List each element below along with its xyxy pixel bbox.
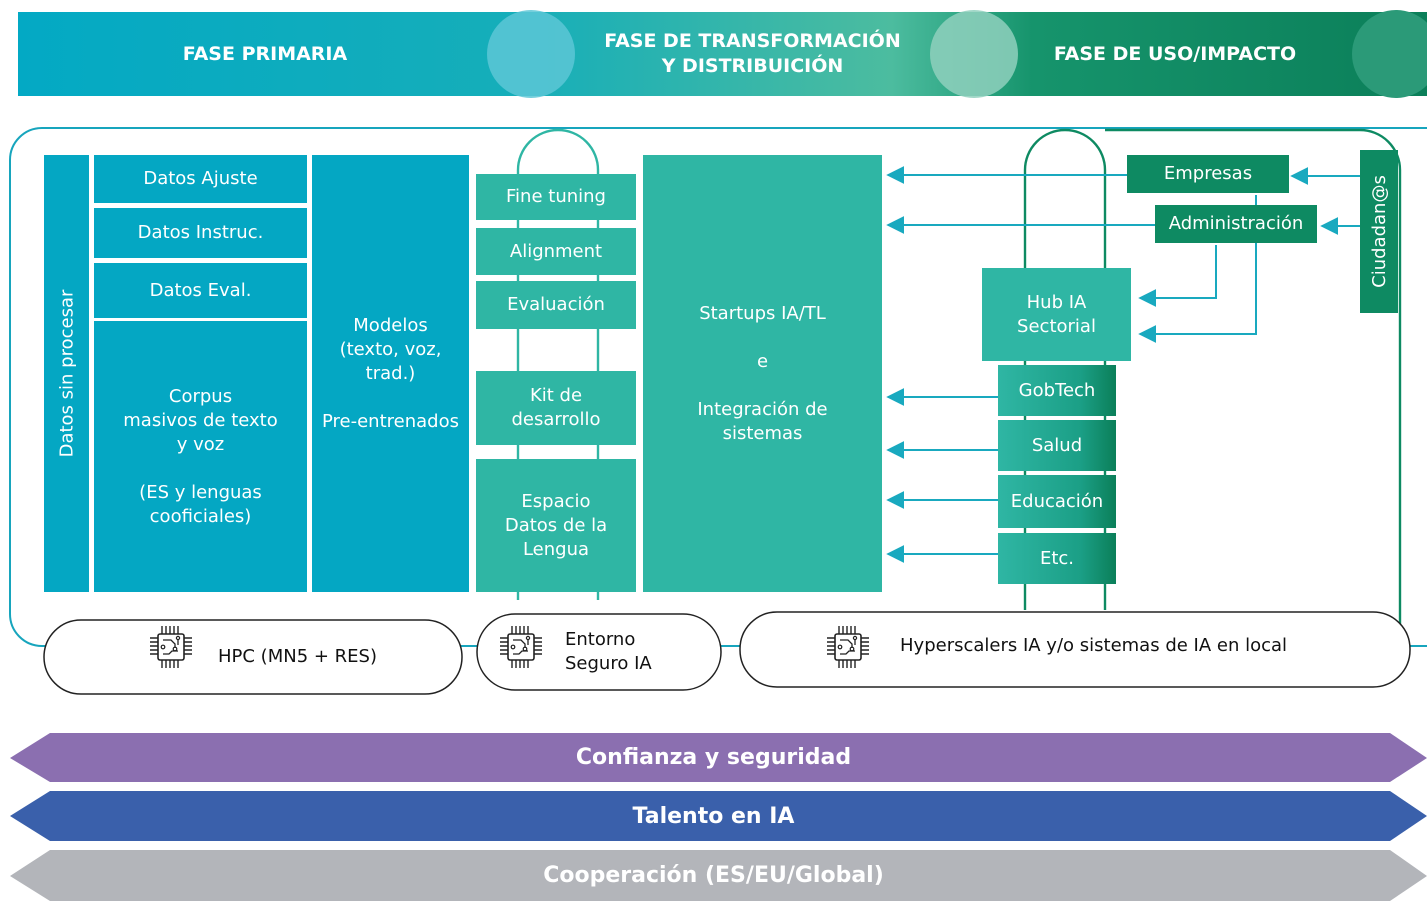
sector-educacion-box: Educación [998,475,1116,528]
sector-salud-box: Salud [998,420,1116,471]
hyperscalers-label: Hyperscalers IA y/o sistemas de IA en lo… [900,635,1288,656]
alignment-box: Alignment [476,228,636,275]
usage-outer-loop [1105,128,1402,640]
sector-gobtech-box: GobTech [998,365,1116,416]
evaluacion-box: Evaluación [476,281,636,329]
phase-circle-3 [1352,10,1427,98]
phase-transformation-label: FASE DE TRANSFORMACIÓN Y DISTRIBUICIÓN [604,30,901,77]
ciudadanos-box: Ciudadan@s [1360,150,1398,313]
hpc-label: HPC (MN5 + RES) [218,646,378,667]
phase-circle-2 [930,10,1018,98]
entorno-label: Entorno Seguro IA [565,629,652,674]
cooperation-band-shape [10,850,1427,901]
hub-box: Hub IA Sectorial [982,268,1131,361]
hyperscalers-pill [739,611,1411,688]
hpc-pill [43,619,463,695]
transformation-loop [516,128,600,600]
phase-circle-1 [487,10,575,98]
talent-band-shape [10,791,1427,841]
corpus-box: Corpus masivos de texto y voz (ES y leng… [94,321,307,592]
trust-band-shape [10,733,1427,782]
administracion-box: Administración [1155,205,1317,243]
empresas-box: Empresas [1127,155,1289,193]
entorno-pill [476,613,722,691]
espacio-box: Espacio Datos de la Lengua [476,459,636,592]
phase-band [18,12,1427,96]
phase-usage-label: FASE DE USO/IMPACTO [1053,42,1297,65]
fine-tuning-box: Fine tuning [476,174,636,220]
trust-band-label: Confianza y seguridad [575,745,852,770]
kit-box: Kit de desarrollo [476,371,636,445]
raw-data-label: Datos sin procesar [56,289,78,458]
datos-eval-box: Datos Eval. [94,263,307,318]
usage-loop [1023,128,1107,610]
sector-etc-box: Etc. [998,533,1116,584]
talent-band-label: Talento en IA [632,803,795,829]
ciudadanos-label: Ciudadan@s [1368,175,1390,288]
phase-primary-label: FASE PRIMARIA [182,42,348,65]
datos-instruc-box: Datos Instruc. [94,208,307,258]
raw-data-box: Datos sin procesar [44,155,89,592]
datos-ajuste-box: Datos Ajuste [94,155,307,203]
startups-box: Startups IA/TL e Integración de sistemas [643,155,882,592]
cooperation-band-label: Cooperación (ES/EU/Global) [543,863,884,888]
modelos-box: Modelos (texto, voz, trad.) Pre-entrenad… [312,155,469,592]
